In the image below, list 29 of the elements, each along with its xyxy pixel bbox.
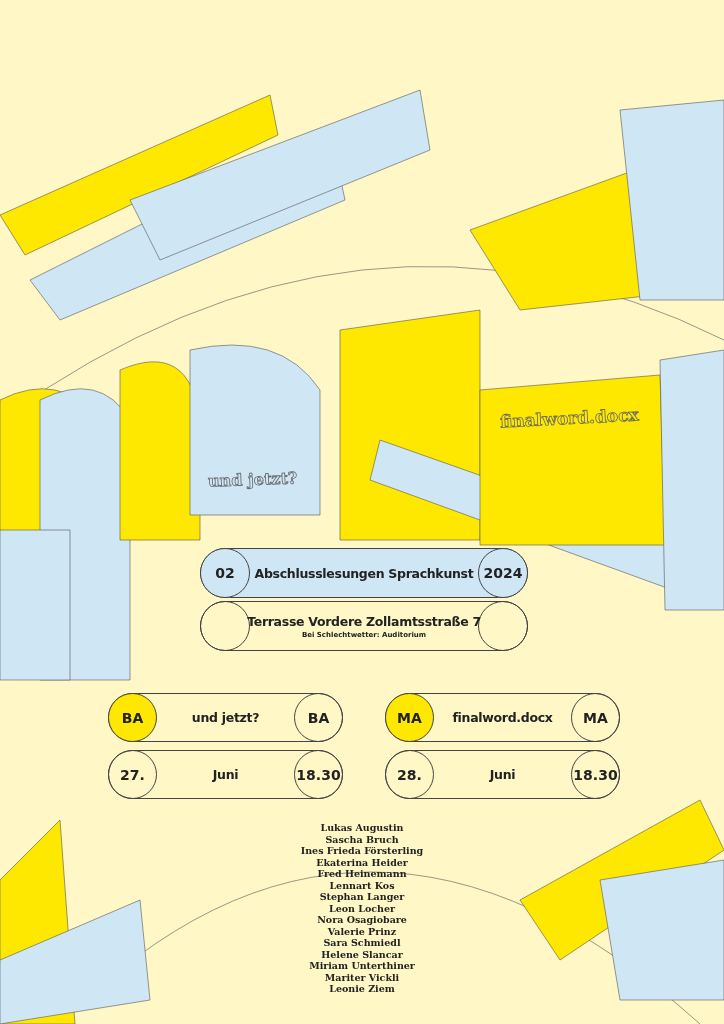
pill-text: Juni: [489, 767, 516, 782]
participant-name: Ekaterina Heider: [315, 856, 409, 868]
participant-name: Leon Locher: [327, 902, 396, 914]
participant-name: Sara Schmiedl: [322, 937, 402, 948]
pill-text: und jetzt?: [191, 710, 260, 725]
degree-circle: MA: [385, 693, 434, 742]
year-circle: 2024: [478, 548, 528, 598]
artwork-title: und jetzt?: [207, 468, 298, 491]
venue-pill: [200, 601, 528, 651]
participant-name: Stephan Langer: [318, 891, 406, 902]
participant-name: Sascha Bruch: [324, 833, 400, 845]
pill-text: finalword.docx: [452, 710, 553, 725]
participant-name: Miriam Unterthiner: [308, 960, 416, 971]
title-pill: [200, 548, 528, 598]
pill-text: Abschlusslesungen Sprachkunst: [254, 565, 474, 581]
participant-name: Ines Frieda Försterling: [299, 845, 425, 856]
number-circle: 02: [200, 548, 250, 598]
participant-name: Helene Slancar: [320, 948, 404, 960]
participant-name: Valerie Prinz: [326, 925, 398, 937]
participant-name: Lennart Kos: [328, 879, 396, 891]
participant-name: Nora Osagiobare: [316, 914, 408, 925]
participant-name: Mariter Vickli: [323, 971, 401, 983]
participant-name: Leonie Ziem: [328, 983, 396, 994]
participant-name: Fred Heinemann: [316, 868, 408, 879]
pill-text: Juni: [212, 767, 239, 782]
degree-circle: BA: [108, 693, 157, 742]
participant-name: Lukas Augustin: [319, 822, 405, 833]
pill-text: Terrasse Vordere Zollamtsstraße 7: [247, 613, 481, 629]
artwork-title: finalword.docx: [499, 404, 640, 432]
